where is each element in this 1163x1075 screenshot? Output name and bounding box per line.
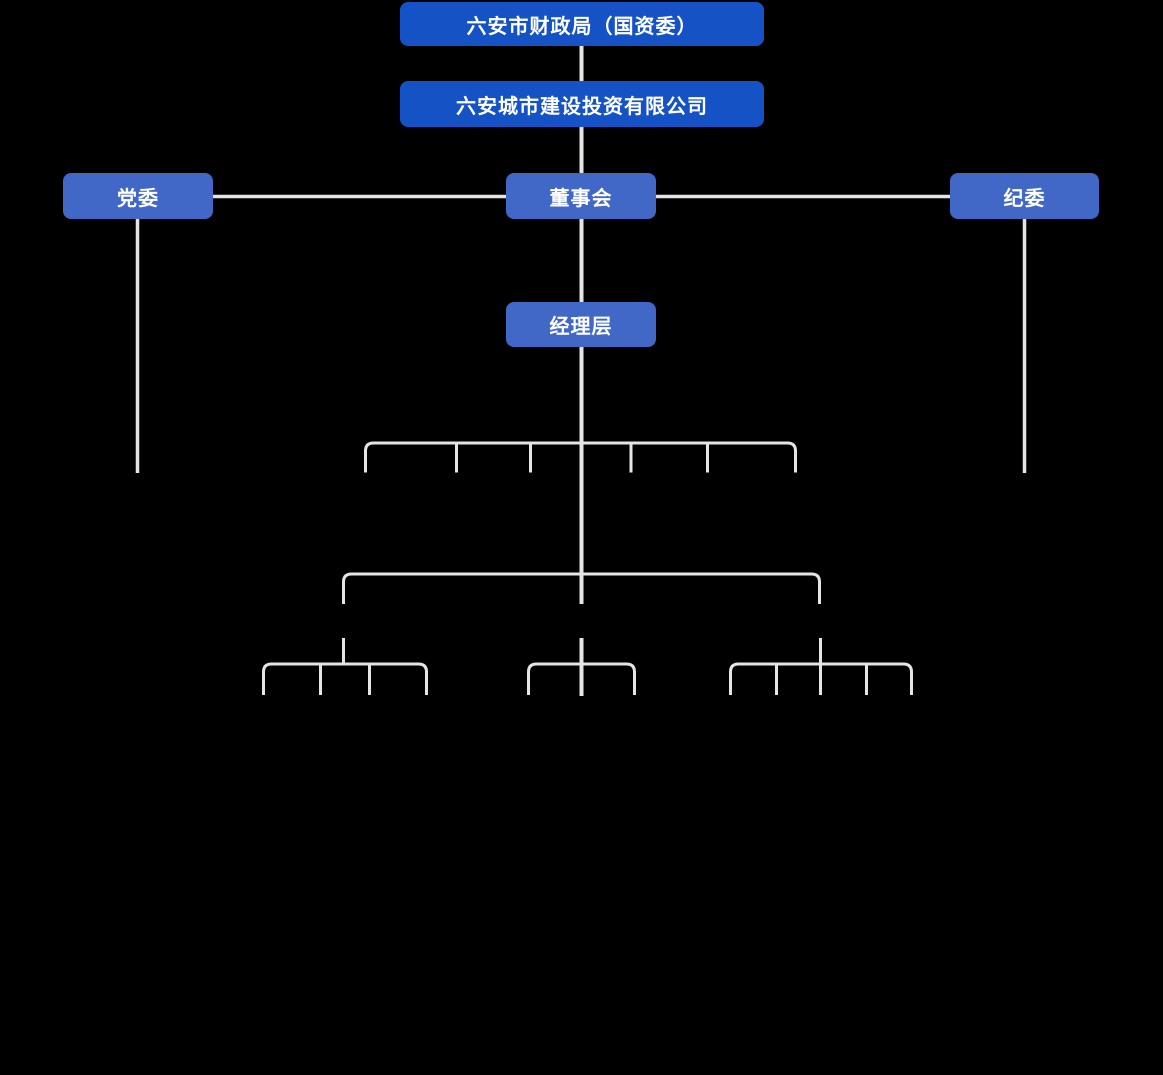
level5-connector (342, 572, 821, 604)
org-node-party-committee: 党委 (63, 173, 213, 219)
org-node-company: 六安城市建设投资有限公司 (400, 81, 764, 127)
level6-connectors (262, 638, 913, 695)
row3-connectors (135, 194, 1027, 473)
org-node-board: 董事会 (506, 173, 656, 219)
org-node-finance-bureau: 六安市财政局（国资委） (400, 2, 764, 46)
org-node-management: 经理层 (506, 302, 656, 347)
org-node-discipline-committee: 纪委 (950, 173, 1099, 219)
level4-connector (364, 441, 797, 473)
